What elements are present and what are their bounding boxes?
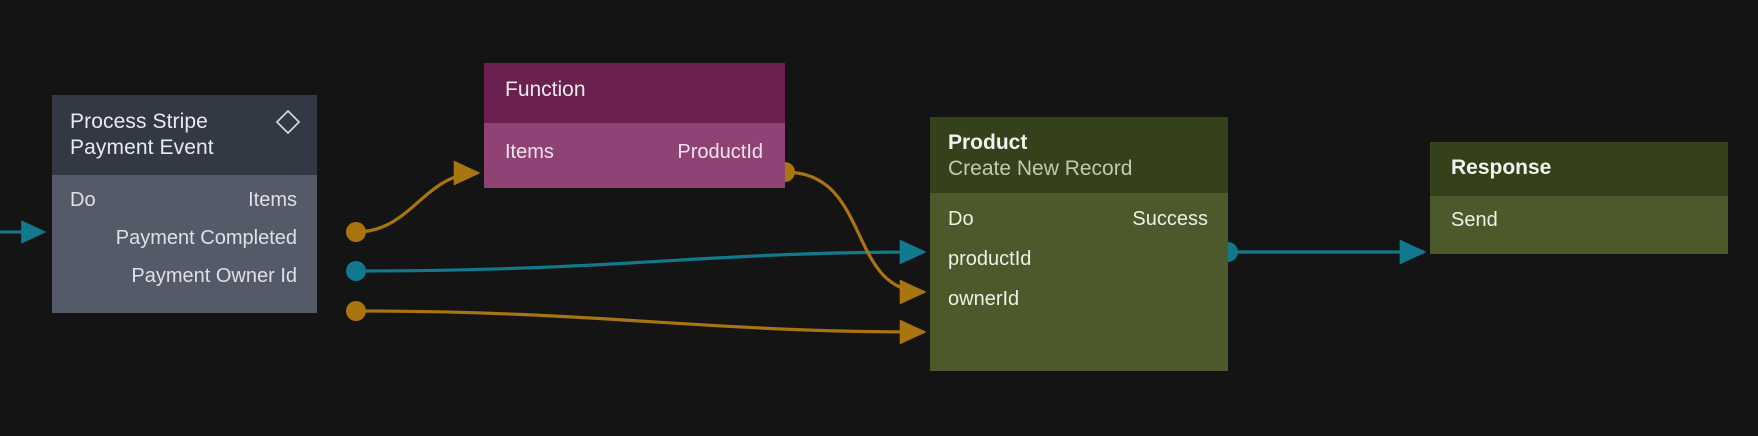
node-body: Send	[1430, 196, 1728, 242]
node-body: Do Items Payment Completed Payment Owner…	[52, 175, 317, 295]
port-dot-items[interactable]	[346, 222, 366, 242]
node-title: Function	[505, 78, 586, 101]
edge-payment-completed-to-product-do	[355, 239, 927, 273]
node-header[interactable]: Function	[484, 63, 785, 123]
port-row-payment-owner-id[interactable]: Payment Owner Id	[52, 257, 317, 295]
port-dot-payment-completed[interactable]	[346, 261, 366, 281]
port-label-do[interactable]: Do	[70, 188, 96, 211]
node-header[interactable]: Process Stripe Payment Event	[52, 95, 317, 175]
port-label-productid[interactable]: ProductId	[677, 140, 763, 163]
port-row-items-productid[interactable]: Items ProductId	[484, 126, 785, 178]
node-function[interactable]: Function Items ProductId	[484, 63, 785, 188]
edge-payment-owner-id-to-product-ownerid	[355, 309, 927, 345]
port-label-items[interactable]: Items	[248, 188, 297, 211]
port-label-ownerid[interactable]: ownerId	[948, 287, 1020, 310]
node-process-stripe-payment-event[interactable]: Process Stripe Payment Event Do Items Pa…	[52, 95, 317, 313]
edge-productid-to-product-productid	[784, 170, 927, 305]
port-dot-payment-owner-id[interactable]	[346, 301, 366, 321]
port-label-payment-completed[interactable]: Payment Completed	[115, 226, 297, 249]
node-title: Response	[1451, 156, 1552, 179]
node-body: Do Success productId ownerId	[930, 193, 1228, 319]
edge-items-to-function-items	[355, 160, 481, 234]
node-body: Items ProductId	[484, 123, 785, 178]
port-row-do-success[interactable]: Do Success	[930, 199, 1228, 239]
node-product[interactable]: Product Create New Record Do Success pro…	[930, 117, 1228, 371]
node-subtitle: Create New Record	[948, 156, 1133, 180]
port-row-productid[interactable]: productId	[930, 239, 1228, 279]
port-row-payment-completed[interactable]: Payment Completed	[52, 219, 317, 257]
node-title: Product	[948, 131, 1028, 154]
node-response[interactable]: Response Send	[1430, 142, 1728, 254]
port-row-ownerid[interactable]: ownerId	[930, 279, 1228, 319]
port-label-productid[interactable]: productId	[948, 247, 1032, 270]
node-title: Process Stripe Payment Event	[70, 110, 214, 159]
node-header[interactable]: Response	[1430, 142, 1728, 196]
port-row-do-items[interactable]: Do Items	[52, 181, 317, 219]
port-label-payment-owner-id[interactable]: Payment Owner Id	[131, 264, 297, 287]
port-label-do[interactable]: Do	[948, 207, 974, 230]
port-row-send[interactable]: Send	[1430, 198, 1728, 242]
port-label-send[interactable]: Send	[1451, 208, 1498, 231]
node-header[interactable]: Product Create New Record	[930, 117, 1228, 193]
port-label-items[interactable]: Items	[505, 140, 554, 163]
diamond-icon[interactable]	[275, 109, 301, 135]
port-label-success[interactable]: Success	[1132, 207, 1208, 230]
